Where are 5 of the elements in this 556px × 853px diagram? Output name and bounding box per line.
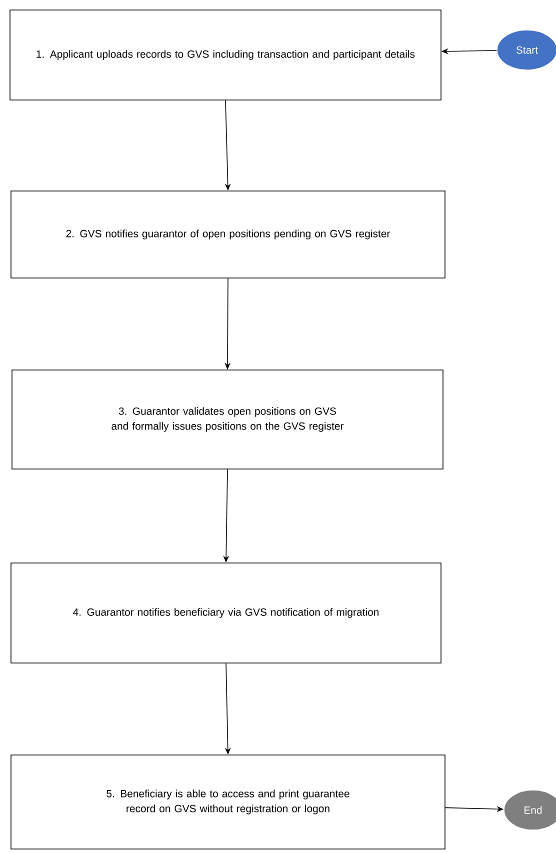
process-box: 2. GVS notifies guarantor of open positions pending on GVS register [10,190,446,278]
process-box: 4. Guarantor notifies beneficiary via GVS notification of migration [10,562,442,664]
process-box: 3. Guarantor validates open positions on GVS and formally issues positions on the GVS register [12,370,444,470]
process-box: 1. Applicant uploads records to GVS including transaction and participant details [10,10,442,100]
process-box: 5. Beneficiary is able to access and print guarantee record on GVS without registration or logon [10,754,446,850]
